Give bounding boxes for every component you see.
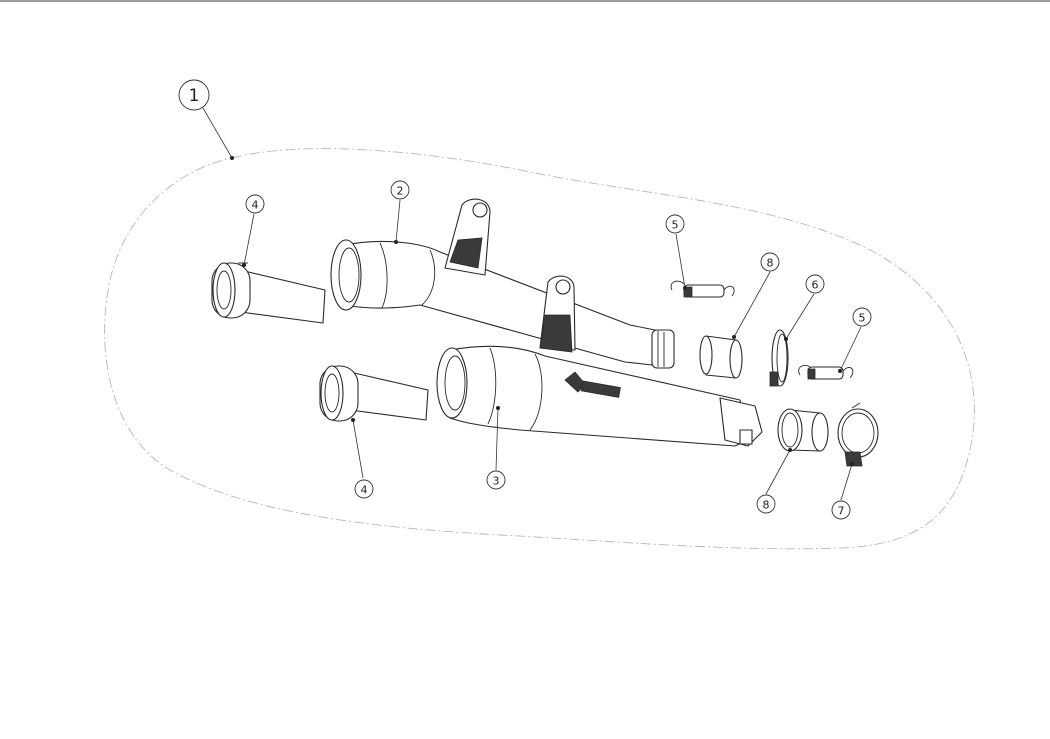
callout-8-upper: 8 (760, 252, 780, 272)
part-6-clamp (769, 329, 789, 387)
part-5-upper-spring (670, 280, 735, 298)
callout-7-label: 7 (838, 505, 845, 518)
leader-lines (202, 107, 862, 501)
part-5-lower-spring (798, 364, 854, 380)
callout-5-upper: 5 (665, 214, 685, 234)
callout-2: 2 (390, 180, 410, 200)
callout-5-lower: 5 (852, 307, 872, 327)
callout-8-lower: 8 (756, 494, 776, 514)
callout-8-upper-label: 8 (767, 257, 774, 270)
callout-5-lower-label: 5 (859, 312, 866, 325)
callout-8-lower-label: 8 (763, 499, 770, 512)
callout-3-label: 3 (493, 475, 500, 488)
callout-4-lower: 4 (354, 479, 374, 499)
callout-7: 7 (831, 500, 851, 520)
part-4-lower-insert (319, 365, 429, 422)
part-4-upper-insert (211, 262, 326, 324)
callout-4-upper: 4 (245, 194, 265, 214)
callout-1-label: 1 (189, 86, 200, 106)
kit-boundary (104, 148, 975, 550)
part-2-upper-silencer (330, 198, 675, 369)
callout-5-upper-label: 5 (672, 219, 679, 232)
callout-2-label: 2 (397, 185, 404, 198)
top-rule (0, 0, 1050, 2)
callout-6-label: 6 (812, 279, 819, 292)
part-8-lower-sleeve (777, 408, 829, 452)
callout-3: 3 (486, 470, 506, 490)
part-3-lower-silencer (436, 275, 763, 447)
part-7-spring-clamp (837, 402, 879, 467)
callout-6: 6 (805, 274, 825, 294)
callout-4-upper-label: 4 (252, 199, 259, 212)
callout-4-lower-label: 4 (361, 484, 368, 497)
callout-1: 1 (178, 79, 210, 111)
part-8-upper-sleeve (699, 335, 743, 379)
